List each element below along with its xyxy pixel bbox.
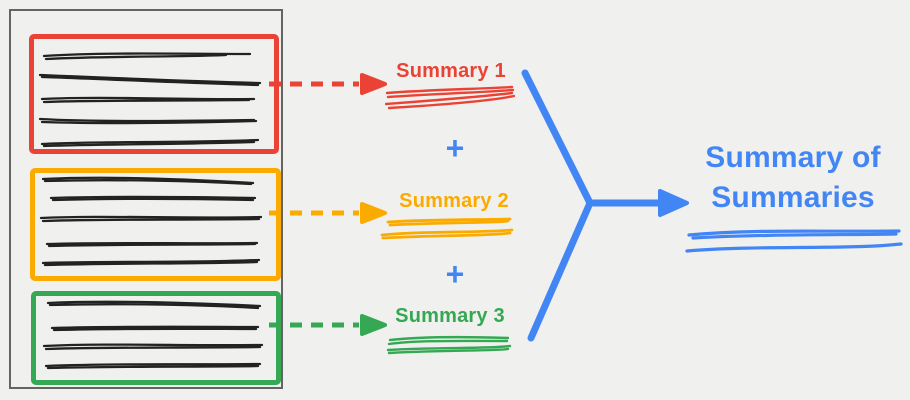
summary-3-label: Summary 3 xyxy=(395,305,505,327)
result-title-line-1: Summary of xyxy=(705,141,881,174)
red-dashed-arrow xyxy=(269,73,387,95)
handwritten-lines-orange-section xyxy=(39,176,263,267)
summary-1-scribble xyxy=(385,85,515,110)
source-document xyxy=(9,9,283,389)
handwritten-lines-red-section xyxy=(38,52,262,148)
result-title: Summary of Summaries xyxy=(693,138,893,218)
document-section-red xyxy=(29,34,279,154)
plus-operator-2: + xyxy=(445,256,465,292)
document-section-orange xyxy=(30,168,281,281)
result-title-line-2: Summaries xyxy=(711,181,875,214)
merge-arrow xyxy=(521,69,689,342)
green-dashed-arrow xyxy=(269,314,387,336)
summary-2-scribble xyxy=(380,217,514,240)
plus-operator-1: + xyxy=(445,130,465,166)
orange-dashed-arrow xyxy=(269,202,387,224)
result-scribble xyxy=(685,229,903,253)
handwritten-lines-green-section xyxy=(42,300,264,370)
summary-3-scribble xyxy=(386,335,512,355)
summary-2-label: Summary 2 xyxy=(399,190,509,212)
summary-1-label: Summary 1 xyxy=(396,60,506,82)
document-section-green xyxy=(31,291,281,385)
